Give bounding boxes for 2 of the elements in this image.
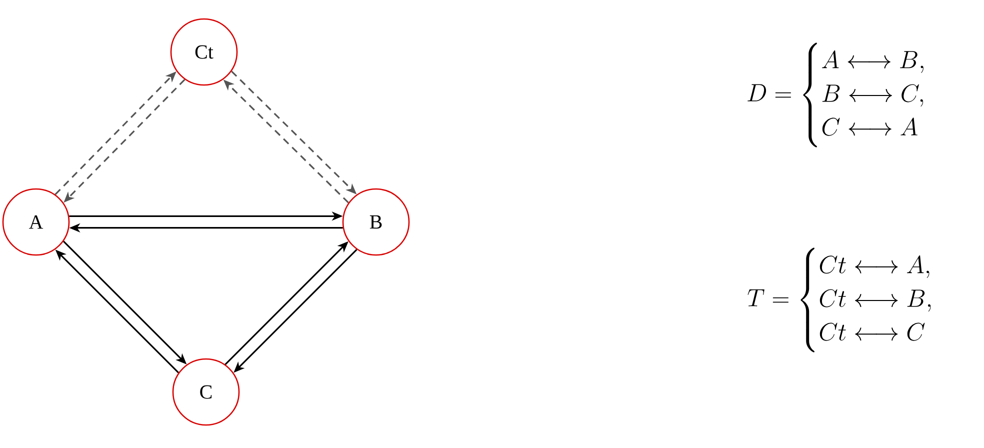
set-formula: $D = \begin{cases} A \longleftrightarrow B, \\ B \longleftrightarrow C, \\ C \longleftrightarrow A \end{cases}$ (748, 42, 924, 148)
set-formula: $T = \begin{cases} Ct \longleftrightarrow A, \\ Ct \longleftrightarrow B, \\ Ct \longleftrightarrow C \end{cases}$ (748, 248, 931, 352)
